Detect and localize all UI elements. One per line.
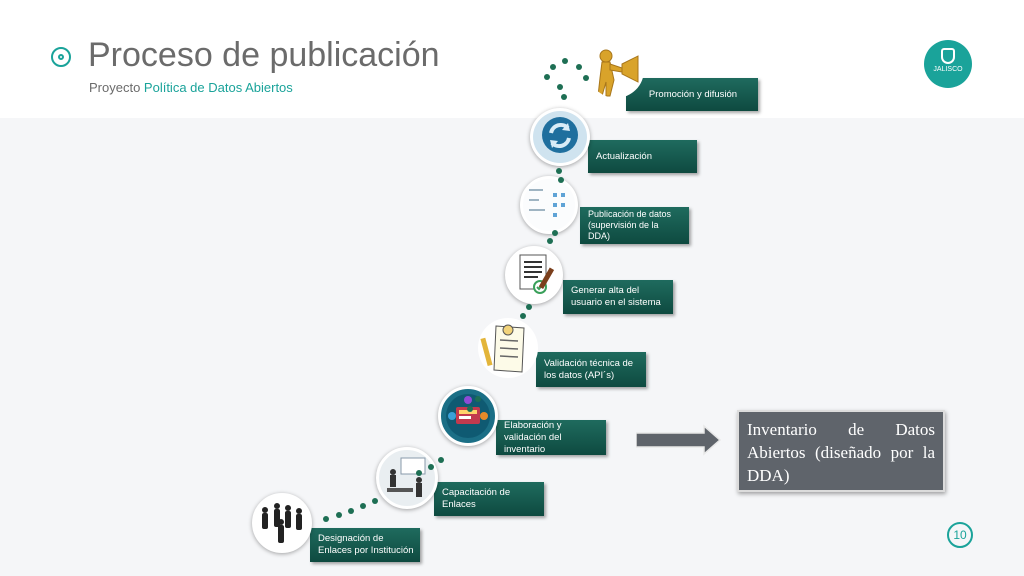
step-label-promocion: Promoción y difusión bbox=[626, 78, 758, 111]
web-page-icon bbox=[520, 176, 578, 234]
step-label-alta-usuario: Generar alta del usuario en el sistema bbox=[563, 280, 673, 314]
crest-icon bbox=[941, 48, 955, 64]
target-icon bbox=[51, 47, 71, 67]
step-label-designacion: Designación de Enlaces por Institución bbox=[310, 528, 420, 562]
subtitle-accent: Política de Datos Abiertos bbox=[143, 80, 293, 95]
subtitle-prefix: Proyecto bbox=[89, 80, 144, 95]
page-title: Proceso de publicación bbox=[88, 36, 440, 74]
refresh-icon bbox=[530, 108, 590, 166]
page-subtitle: Proyecto Política de Datos Abiertos bbox=[89, 80, 293, 95]
business-people-icon bbox=[252, 493, 312, 553]
step-label-validacion: Validación técnica de los datos (API´s) bbox=[536, 352, 646, 387]
training-presentation-icon bbox=[376, 447, 438, 509]
checklist-paper-icon bbox=[478, 318, 538, 378]
step-label-publicacion: Publicación de datos (supervisión de la … bbox=[580, 207, 689, 244]
signed-document-icon bbox=[505, 246, 563, 304]
inventory-box: Inventario de Datos Abiertos (diseñado p… bbox=[737, 410, 945, 492]
jalisco-logo: JALISCO bbox=[924, 40, 972, 88]
page-number: 10 bbox=[947, 522, 973, 548]
step-label-capacitacion: Capacitación de Enlaces bbox=[434, 482, 544, 516]
step-label-elaboracion: Elaboración y validación del inventario bbox=[496, 420, 606, 455]
digital-monitor-icon bbox=[438, 386, 498, 446]
logo-text: JALISCO bbox=[933, 66, 963, 73]
megaphone-figure-icon bbox=[588, 42, 644, 98]
right-arrow-icon bbox=[636, 424, 722, 456]
step-label-actualizacion: Actualización bbox=[588, 140, 697, 173]
